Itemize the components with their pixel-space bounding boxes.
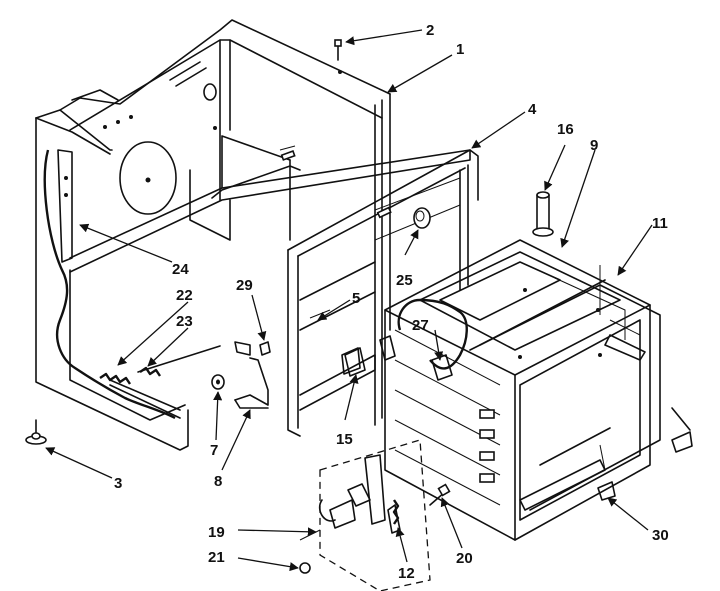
callout-19: 19 — [208, 524, 225, 541]
plug-button-part-25 — [413, 207, 431, 229]
spring-part-22 — [99, 372, 131, 385]
callout-7: 7 — [210, 442, 218, 459]
screw-part-2 — [334, 39, 342, 61]
callout-8: 8 — [214, 473, 222, 490]
callout-27: 27 — [412, 317, 429, 334]
callout-3: 3 — [114, 475, 122, 492]
callout-29: 29 — [236, 277, 253, 294]
nut-part-7 — [211, 374, 225, 390]
callout-4: 4 — [528, 101, 537, 118]
door-latch-assembly — [299, 439, 451, 591]
callout-20: 20 — [456, 550, 473, 567]
callout-12: 12 — [398, 565, 415, 582]
callout-9: 9 — [590, 137, 598, 154]
bracket-part-29 — [259, 341, 271, 356]
callout-5: 5 — [352, 290, 360, 307]
oven-sensor-part-16 — [532, 191, 554, 237]
callout-21: 21 — [208, 549, 225, 566]
hinge-clip-part-30 — [597, 407, 693, 501]
callout-22: 22 — [176, 287, 193, 304]
rod-part-23 — [137, 345, 221, 377]
leveling-leg-part-3 — [25, 419, 47, 445]
callout-11: 11 — [652, 215, 668, 232]
oven-cavity — [384, 239, 661, 541]
callout-1: 1 — [456, 41, 464, 58]
callout-15: 15 — [336, 431, 353, 448]
cabinet-chassis — [35, 19, 479, 451]
callout-30: 30 — [652, 527, 669, 544]
callout-25: 25 — [396, 272, 413, 289]
callout-labels: 1 2 3 4 5 7 8 9 11 12 15 16 19 20 21 22 … — [114, 22, 669, 582]
callout-2: 2 — [426, 22, 434, 39]
callout-24: 24 — [172, 261, 189, 278]
clip-part-15 — [341, 347, 361, 375]
callout-23: 23 — [176, 313, 193, 330]
leader-lines — [45, 29, 653, 572]
latch-bracket-part-8 — [234, 357, 269, 409]
callout-16: 16 — [557, 121, 574, 138]
